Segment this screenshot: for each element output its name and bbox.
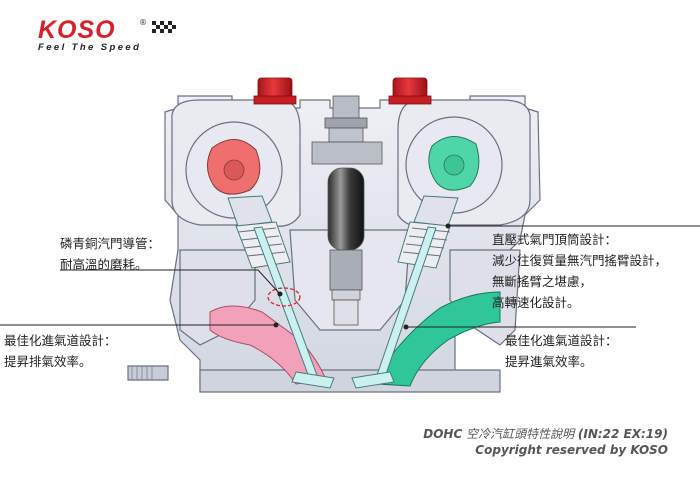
logo-wordmark: KOSO [38,16,116,44]
checkered-flag-icon [152,21,176,33]
exhaust-port-line2: 提昇排氣效率。 [4,354,92,369]
exhaust-port-line1: 最佳化進氣道設計： [4,333,117,348]
tappet-line3: 無斷搖臂之堪慮， [492,274,593,289]
spark-plug [311,95,383,326]
intake-port-annotation: 最佳化進氣道設計： 提昇進氣效率。 [505,330,618,372]
footer-title: DOHC 空冷汽缸頭特性說明 (IN:22 EX:19) [423,425,668,442]
valve-guide-line1: 磷青銅汽門導管： [60,236,161,251]
red-cap-right [388,77,432,105]
footer-copyright: Copyright reserved by KOSO [475,443,668,457]
koso-logo: KOSO ® Feel The Speed [38,16,188,56]
tappet-line1: 直壓式氣門頂筒設計： [492,232,618,247]
leader-lines [0,225,700,328]
intake-port-line2: 提昇進氣效率。 [505,354,593,369]
footer-title-spec: (IN:22 EX:19) [577,427,668,441]
intake-port-line1: 最佳化進氣道設計： [505,333,618,348]
logo-tagline: Feel The Speed [38,42,142,53]
footer-title-prefix: DOHC [423,427,463,441]
tappet-annotation: 直壓式氣門頂筒設計： 減少往復質量無汽門搖臂設計， 無斷搖臂之堪慮， 高轉速化設… [492,229,667,313]
tappet-line4: 高轉速化設計。 [492,295,580,310]
exhaust-valve [227,195,335,389]
exhaust-port-annotation: 最佳化進氣道設計： 提昇排氣效率。 [4,330,117,372]
valve-guide-line2: 耐高溫的磨耗。 [60,257,148,272]
tappet-line2: 減少往復質量無汽門搖臂設計， [492,253,668,268]
exhaust-camshaft [185,121,283,219]
valve-guide-annotation: 磷青銅汽門導管： 耐高溫的磨耗。 [60,233,160,275]
red-cap-left [253,77,297,105]
footer-title-main: 空冷汽缸頭特性說明 [462,427,578,441]
intake-camshaft [405,116,503,214]
registered-mark: ® [139,18,147,27]
valve-guide-marker [267,287,301,307]
